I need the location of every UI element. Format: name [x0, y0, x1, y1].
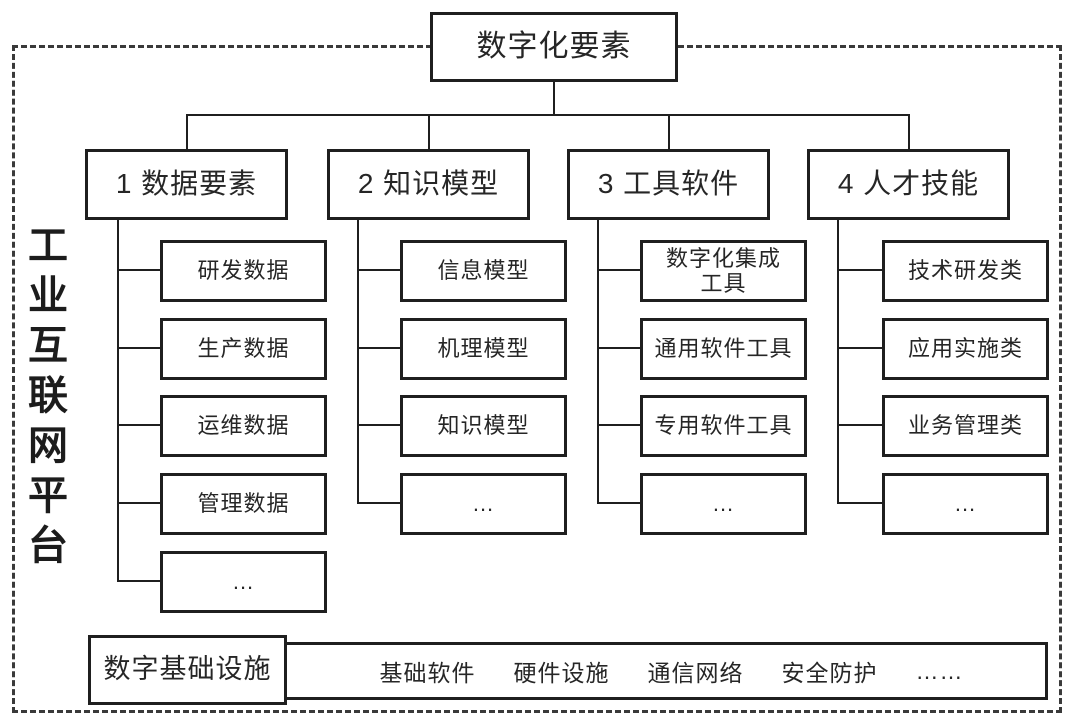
- child-node: 专用软件工具: [640, 395, 807, 457]
- infrastructure-item: 通信网络: [647, 660, 744, 686]
- connector-line: [357, 220, 359, 504]
- connector-line: [358, 269, 400, 271]
- connector-line: [597, 220, 599, 504]
- connector-line: [598, 424, 640, 426]
- branch-node: 3 工具软件: [567, 149, 770, 220]
- connector-line: [598, 269, 640, 271]
- child-node: 管理数据: [160, 473, 327, 535]
- connector-line: [118, 269, 160, 271]
- connector-line: [186, 114, 188, 149]
- connector-line: [428, 114, 430, 149]
- child-node: ...: [882, 473, 1049, 535]
- child-node: 数字化集成 工具: [640, 240, 807, 302]
- infrastructure-item: 安全防护: [781, 660, 878, 686]
- root-node: 数字化要素: [430, 12, 678, 82]
- connector-line: [598, 502, 640, 504]
- child-node: 信息模型: [400, 240, 567, 302]
- branch-node: 1 数据要素: [85, 149, 288, 220]
- child-node: 研发数据: [160, 240, 327, 302]
- connector-line: [117, 220, 119, 582]
- child-node: ...: [160, 551, 327, 613]
- branch-node: 4 人才技能: [807, 149, 1010, 220]
- connector-line: [358, 347, 400, 349]
- connector-line: [186, 114, 910, 116]
- platform-label: 工业互联网平台: [22, 224, 66, 574]
- infrastructure-bar: 基础软件 硬件设施 通信网络 安全防护 ……: [235, 642, 1048, 700]
- infrastructure-label: 数字基础设施: [88, 635, 287, 705]
- connector-line: [668, 114, 670, 149]
- connector-line: [553, 82, 555, 115]
- connector-line: [908, 114, 910, 149]
- connector-line: [118, 580, 160, 582]
- connector-line: [358, 502, 400, 504]
- child-node: 业务管理类: [882, 395, 1049, 457]
- child-node: ...: [400, 473, 567, 535]
- connector-line: [837, 220, 839, 504]
- connector-line: [358, 424, 400, 426]
- child-node: 应用实施类: [882, 318, 1049, 380]
- child-node: 通用软件工具: [640, 318, 807, 380]
- child-node: 知识模型: [400, 395, 567, 457]
- connector-line: [118, 347, 160, 349]
- child-node: ...: [640, 473, 807, 535]
- infrastructure-item: ……: [915, 657, 964, 684]
- connector-line: [838, 269, 882, 271]
- child-node: 技术研发类: [882, 240, 1049, 302]
- connector-line: [598, 347, 640, 349]
- infrastructure-item: 基础软件: [379, 660, 476, 686]
- child-node: 运维数据: [160, 395, 327, 457]
- infrastructure-item: 硬件设施: [513, 660, 610, 686]
- connector-line: [118, 424, 160, 426]
- connector-line: [838, 424, 882, 426]
- child-node: 生产数据: [160, 318, 327, 380]
- branch-node: 2 知识模型: [327, 149, 530, 220]
- child-node: 机理模型: [400, 318, 567, 380]
- connector-line: [838, 347, 882, 349]
- connector-line: [838, 502, 882, 504]
- connector-line: [118, 502, 160, 504]
